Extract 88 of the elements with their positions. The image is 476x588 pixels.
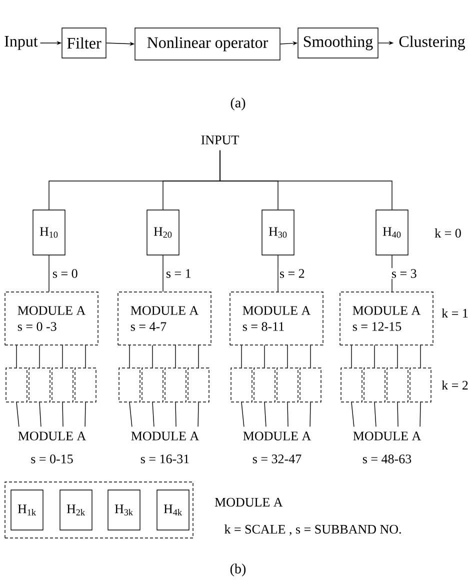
range-label: s = 32-47 [252, 454, 302, 464]
connector-line [264, 345, 265, 368]
subband-box [142, 368, 164, 402]
filter-box: H$_{20}$ [146, 210, 180, 256]
connector-line [39, 345, 40, 368]
filter-box: H$_{4k}$ [156, 490, 190, 530]
connector-line [310, 345, 311, 368]
subband-box [164, 368, 186, 402]
range-label: s = 0-15 [31, 454, 73, 464]
process-box: Filter [62, 28, 106, 58]
scale-label: k = 2 [442, 380, 468, 390]
connector-line [48, 255, 50, 292]
connector-line [310, 402, 311, 427]
subband-box [276, 368, 298, 402]
module-label: MODULE A [353, 432, 422, 440]
legend-caption: MODULE A [214, 498, 283, 507]
connector-line [351, 345, 352, 368]
connector-line [287, 345, 288, 368]
input-label: INPUT [201, 136, 239, 144]
connector-line [62, 402, 64, 427]
figure-label: (b) [230, 564, 246, 576]
figure-label: (a) [230, 98, 246, 110]
connector-line [241, 402, 244, 427]
module-box: MODULE A s = 4-7 [118, 292, 212, 346]
connector-line [241, 345, 242, 368]
connector-line [420, 402, 421, 427]
filter-box: H$_{10}$ [32, 210, 66, 256]
connector-line [152, 345, 153, 368]
process-box: Nonlinear operator [134, 28, 280, 60]
connector-line [374, 345, 375, 368]
filter-box: H$_{40}$ [376, 210, 408, 256]
subband-box [364, 368, 386, 402]
subband-box [410, 368, 432, 402]
connector-line [16, 345, 17, 368]
connector-line [84, 402, 86, 427]
subband-box [300, 368, 322, 402]
module-box: MODULE A s = 12-15 [340, 292, 434, 346]
edge-label: s = 0 [51, 268, 79, 279]
subband-box [74, 368, 96, 402]
module-box: MODULE A s = 0 -3 [4, 292, 98, 346]
edge-label: s = 2 [278, 268, 306, 279]
subband-box [28, 368, 50, 402]
connector-line [129, 345, 130, 368]
subband-box [254, 368, 276, 402]
output-label: Clustering [399, 36, 466, 50]
connector-line [16, 402, 20, 427]
module-box: MODULE A s = 8-11 [230, 292, 324, 346]
input-label: Input [4, 36, 38, 50]
connector-line [85, 345, 86, 368]
filter-box: H$_{1k}$ [10, 490, 44, 530]
edge-label: s = 3 [390, 268, 418, 279]
connector-line [220, 150, 392, 210]
connector-line [264, 402, 266, 427]
range-label: s = 48-63 [362, 454, 412, 464]
connector-line [397, 402, 398, 427]
subband-box [188, 368, 210, 402]
connector-line [62, 345, 63, 368]
subband-box [52, 368, 74, 402]
module-label: MODULE A [243, 432, 312, 440]
connector-line [374, 402, 376, 427]
connector-line [175, 402, 176, 427]
connector-line [287, 402, 288, 427]
range-label: s = 16-31 [140, 454, 189, 464]
subband-box [6, 368, 28, 402]
module-label: MODULE A [18, 432, 86, 440]
connector-line [420, 345, 421, 368]
filter-box: H$_{30}$ [262, 210, 294, 256]
filter-box: H$_{2k}$ [60, 490, 92, 530]
connector-line [351, 402, 354, 427]
connector-line [162, 255, 164, 292]
process-box: Smoothing [298, 28, 378, 58]
module-legend-box [4, 482, 194, 538]
edge-label: s = 1 [164, 268, 192, 279]
subband-box [230, 368, 252, 402]
module-label: MODULE A [131, 432, 200, 440]
connector-line [129, 402, 132, 427]
key-note: k = SCALE , s = SUBBAND NO. [224, 524, 401, 536]
subband-box [340, 368, 362, 402]
filter-box: H$_{3k}$ [108, 490, 140, 530]
connector-line [397, 345, 398, 368]
connector-line [198, 345, 199, 368]
connector-line [175, 345, 176, 368]
scale-label: k = 0 [434, 228, 461, 238]
subband-box [118, 368, 140, 402]
connector-line [39, 402, 42, 427]
connector-line [198, 402, 199, 427]
connector-line [152, 402, 154, 427]
subband-box [386, 368, 408, 402]
